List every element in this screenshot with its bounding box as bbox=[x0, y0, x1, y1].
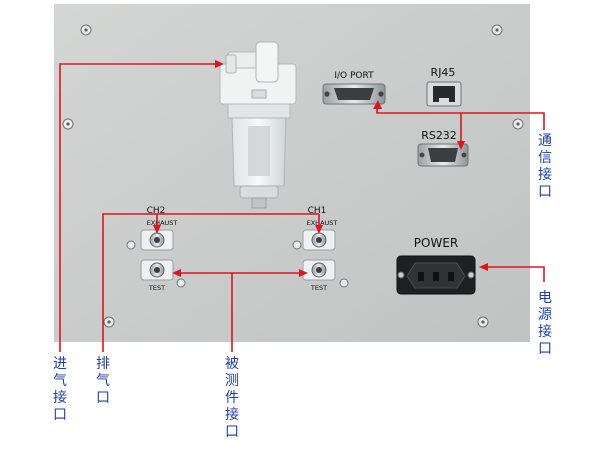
test-port-annotation: 被测件接口 bbox=[225, 356, 239, 440]
communication-annotation: 通信接口 bbox=[538, 133, 552, 200]
ch1-test-label: TEST bbox=[310, 284, 327, 292]
ch1-exhaust-fitting bbox=[302, 229, 336, 251]
ch2-label: CH2 bbox=[147, 206, 166, 216]
arrow-head-icon bbox=[479, 263, 488, 271]
screw-icon bbox=[62, 118, 74, 130]
arrow-head-icon bbox=[315, 225, 323, 234]
screw-icon bbox=[491, 24, 503, 36]
screw-icon bbox=[477, 316, 489, 328]
arrow-head-icon bbox=[215, 60, 224, 68]
ch2-exhaust-label: EXHAUST bbox=[147, 219, 178, 227]
air-inlet-annotation: 进气接口 bbox=[53, 356, 67, 423]
screw-icon bbox=[292, 240, 302, 250]
rj45-label: RJ45 bbox=[431, 66, 456, 79]
exhaust-annotation: 排气口 bbox=[96, 356, 110, 406]
air-filter-unit bbox=[219, 41, 297, 209]
air-inlet-leader bbox=[59, 63, 220, 352]
ch1-test-fitting bbox=[302, 259, 336, 281]
leader-lines bbox=[59, 63, 545, 352]
screw-icon bbox=[103, 316, 115, 328]
exhaust-leader bbox=[102, 213, 319, 352]
arrow-head-icon bbox=[457, 141, 465, 150]
arrow-head-icon bbox=[153, 225, 161, 234]
screw-icon bbox=[126, 240, 136, 250]
io-port-label: I/O PORT bbox=[334, 71, 374, 81]
screw-icon bbox=[339, 278, 349, 288]
power-leader bbox=[481, 266, 545, 282]
ch1-label: CH1 bbox=[308, 206, 327, 216]
screw-icon bbox=[512, 118, 524, 130]
ch2-test-label: TEST bbox=[148, 284, 165, 292]
power-annotation: 电源接口 bbox=[538, 290, 552, 357]
arrowheads bbox=[153, 60, 488, 277]
arrow-head-icon bbox=[172, 269, 181, 277]
arrow-head-icon bbox=[299, 269, 308, 277]
rs232-label: RS232 bbox=[421, 129, 457, 142]
ch2-test-fitting bbox=[140, 259, 174, 281]
screw-icon bbox=[80, 24, 92, 36]
ch1-exhaust-label: EXHAUST bbox=[307, 219, 338, 227]
rs232-connector bbox=[417, 143, 469, 167]
power-socket bbox=[396, 255, 476, 295]
arrow-head-icon bbox=[373, 100, 382, 109]
power-label: POWER bbox=[414, 236, 458, 250]
io-port-connector bbox=[322, 83, 386, 105]
rj45-connector bbox=[426, 81, 462, 107]
screw-icon bbox=[176, 278, 186, 288]
